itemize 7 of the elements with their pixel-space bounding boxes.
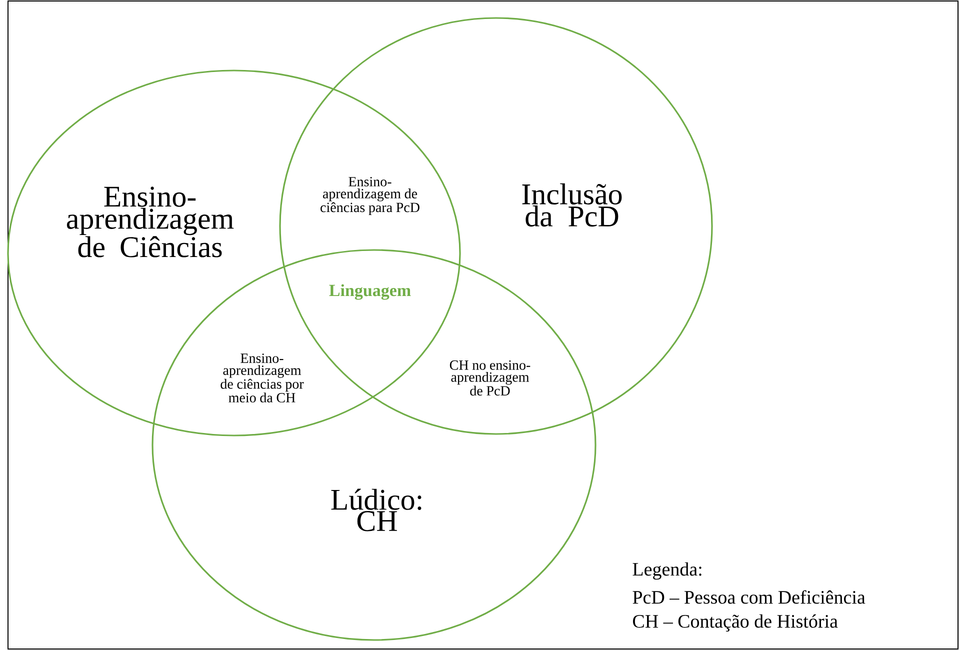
region-label: CH no ensino-aprendizagem de PcD: [450, 360, 530, 396]
region-label: Ensino-aprendizagem de ciências para PcD: [320, 177, 420, 215]
legend-text: PcD – Pessoa com Deficiência: [632, 590, 866, 604]
region-label: Ensino-aprendizagem de ciências por meio da CH: [220, 354, 304, 402]
legend-text: Legenda:: [632, 562, 702, 580]
legend-text: CH – Contação de História: [632, 614, 838, 632]
center-label: Linguagem: [329, 284, 411, 300]
